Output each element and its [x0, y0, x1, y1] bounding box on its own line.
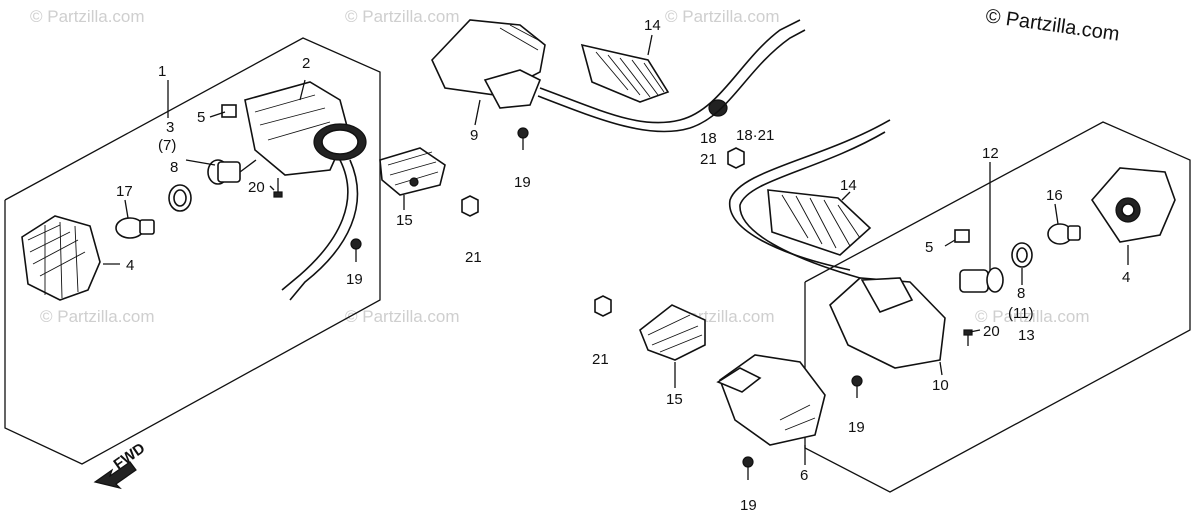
callout-2: 2 [302, 55, 310, 72]
callout-5: 5 [925, 239, 933, 256]
callout-19: 19 [514, 174, 531, 191]
clip-part [221, 104, 237, 118]
wire [281, 159, 349, 291]
watermark: © Partzilla.com [665, 7, 780, 26]
callout-21: 21 [592, 351, 609, 368]
callout-19: 19 [346, 271, 363, 288]
callout-8: 8 [1017, 285, 1025, 302]
socket-part [207, 159, 257, 185]
relay-part [639, 304, 706, 361]
leader-lines [103, 34, 1129, 465]
wire [537, 29, 806, 133]
callout-9: 9 [470, 127, 478, 144]
callout-10: 10 [932, 377, 949, 394]
callout-13: 13 [1018, 327, 1035, 344]
callout-12: 12 [982, 145, 999, 162]
screw-part [273, 178, 283, 198]
socket-part [959, 267, 1004, 293]
callout-16: 16 [1046, 187, 1063, 204]
watermark: © Partzilla.com [345, 7, 460, 26]
callout-18-21: 18·21 [736, 127, 774, 144]
watermark: © Partzilla.com [345, 307, 460, 326]
callout-8: 8 [170, 159, 178, 176]
callout-19: 19 [740, 497, 757, 514]
callout-11: (11) [1008, 305, 1034, 322]
ring-inner [173, 189, 187, 207]
bulb-part [115, 217, 155, 239]
callout-1: 1 [158, 63, 166, 80]
left-assembly-box [4, 37, 381, 465]
wire [289, 159, 359, 301]
callout-14: 14 [840, 177, 857, 194]
callout-18: 18 [700, 130, 717, 147]
relay-part [379, 147, 446, 196]
callout-21: 21 [700, 151, 717, 168]
left-lens-part [21, 215, 101, 301]
fwd-arrow: FWD [93, 440, 148, 490]
screw-part [963, 329, 973, 346]
copyright-text: © Partzilla.com [984, 5, 1121, 46]
winker-body-part [829, 277, 946, 369]
callout-21: 21 [465, 249, 482, 266]
callout-4: 4 [1122, 269, 1130, 286]
clip-part [954, 229, 970, 243]
callout-14: 14 [644, 17, 661, 34]
resistor-part [580, 43, 670, 103]
bolt-part [350, 127, 863, 480]
watermark: © Partzilla.com [30, 7, 145, 26]
callout-20: 20 [248, 179, 265, 196]
callout-19: 19 [848, 419, 865, 436]
watermark: © Partzilla.com [975, 307, 1090, 326]
rear-winker-part [716, 354, 826, 446]
rear-winker-part [431, 19, 546, 109]
right-lens-part [1090, 167, 1176, 243]
watermark: © Partzilla.com [40, 307, 155, 326]
callout-7: (7) [158, 137, 176, 154]
callout-15: 15 [396, 212, 413, 229]
bulb-part [1047, 223, 1081, 245]
ring-inner [1016, 247, 1028, 263]
callout-15: 15 [666, 391, 683, 408]
wire [739, 131, 886, 279]
callouts: 1 2 3 (7) 8 5 17 4 20 15 19 9 19 14 18 2… [116, 17, 1130, 514]
watermark-group: © Partzilla.com © Partzilla.com © Partzi… [30, 7, 1090, 326]
winker-body-part [244, 81, 367, 176]
wire [539, 19, 801, 124]
callout-5: 5 [197, 109, 205, 126]
callout-6: 6 [800, 467, 808, 484]
nut-part [461, 99, 745, 317]
callout-20: 20 [983, 323, 1000, 340]
resistor-part [767, 189, 872, 256]
callout-3: 3 [166, 119, 174, 136]
callout-4: 4 [126, 257, 134, 274]
callout-17: 17 [116, 183, 133, 200]
